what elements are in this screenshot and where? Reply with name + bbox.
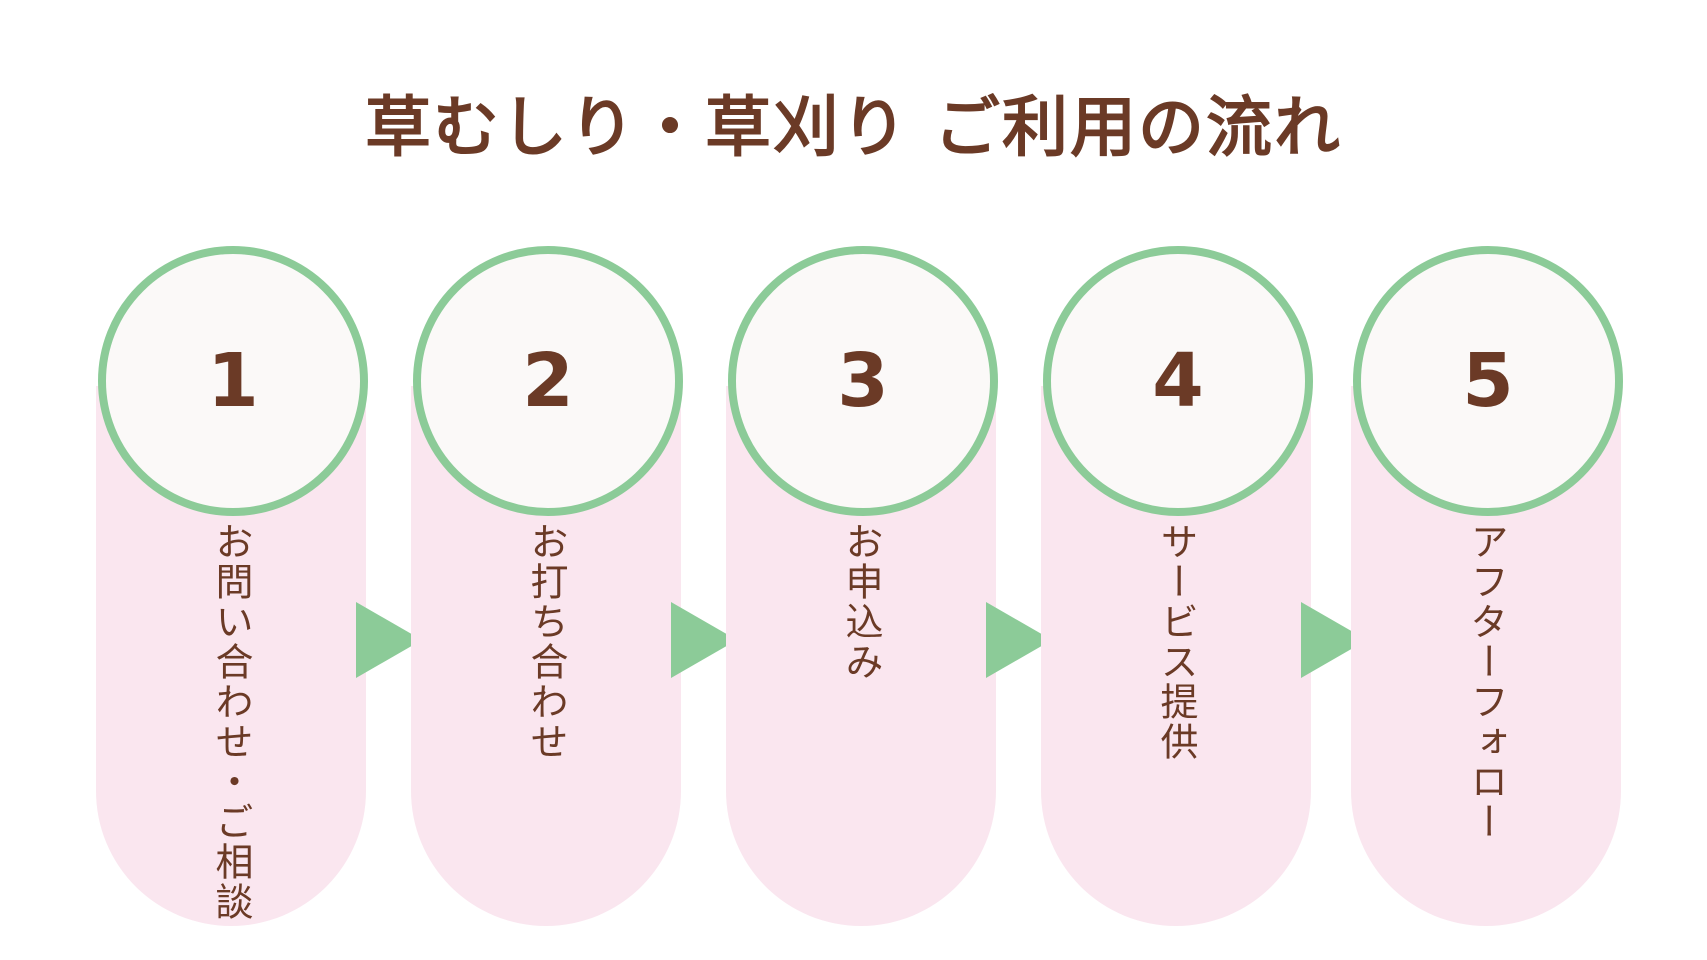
step-circle: 3 — [728, 246, 998, 516]
step-number: 1 — [207, 338, 259, 424]
step-circle: 5 — [1353, 246, 1623, 516]
step-number: 3 — [837, 338, 889, 424]
step-circle: 2 — [413, 246, 683, 516]
step-label: お打ち合わせ — [524, 522, 568, 762]
page-title: 草むしり・草刈り ご利用の流れ — [365, 89, 1342, 166]
step-label: お申込み — [839, 522, 883, 682]
step-circle: 1 — [98, 246, 368, 516]
step-label: アフターフォロー — [1464, 522, 1508, 842]
step-label: サービス提供 — [1154, 522, 1198, 762]
step-number: 2 — [522, 338, 574, 424]
step-label: お問い合わせ・ご相談 — [209, 522, 253, 922]
step-circle: 4 — [1043, 246, 1313, 516]
step-number: 4 — [1152, 338, 1204, 424]
step-number: 5 — [1462, 338, 1514, 424]
